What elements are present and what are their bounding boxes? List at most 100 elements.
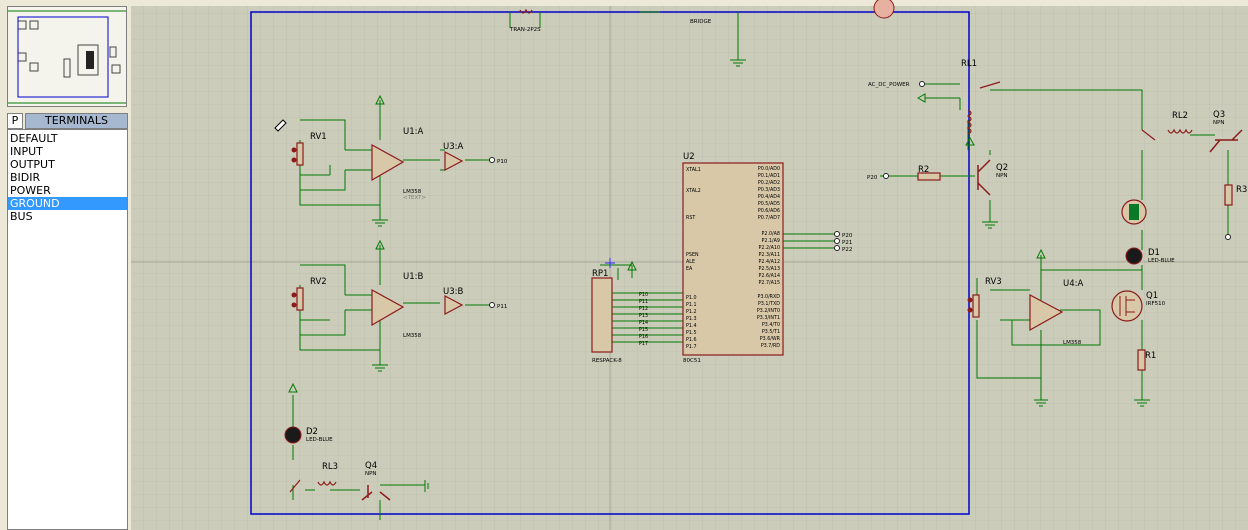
terminal-ends bbox=[489, 81, 1231, 308]
u2-pin-label: P2.6/A14 bbox=[758, 273, 780, 279]
rp1-net-label: P13 bbox=[639, 313, 648, 319]
label-rl3: RL3 bbox=[322, 462, 338, 472]
terminal-item[interactable]: BIDIR bbox=[10, 171, 41, 184]
value-u2: 80C51 bbox=[683, 358, 701, 364]
terminal-item[interactable]: POWER bbox=[10, 184, 51, 197]
sheet-border bbox=[250, 11, 970, 515]
u2-pin-label: PSEN bbox=[686, 252, 699, 258]
label-u1b: U1:B bbox=[403, 272, 423, 282]
label-rp1: RP1 bbox=[592, 269, 608, 279]
u2-pin-label: P0.3/AD3 bbox=[758, 187, 780, 193]
net-p21: P21 bbox=[842, 240, 852, 246]
cursor-crosshair bbox=[605, 258, 615, 268]
net-p22: P22 bbox=[842, 247, 852, 253]
u2-pin-label: P1.2 bbox=[686, 309, 697, 315]
u2-right-pins: P0.0/AD0P0.1/AD1P0.2/AD2P0.3/AD3P0.4/AD4… bbox=[757, 166, 781, 349]
transistors bbox=[361, 129, 1243, 501]
pencil-cursor-icon bbox=[274, 119, 287, 132]
terminal-item-selected[interactable]: GROUND bbox=[8, 197, 127, 210]
u2-pin-label: P3.4/T0 bbox=[762, 322, 780, 328]
terminal-item[interactable]: DEFAULT bbox=[10, 132, 58, 145]
u2-pin-label: RST bbox=[686, 215, 695, 221]
label-u3a: U3:A bbox=[443, 142, 463, 152]
u2-pin-label: P1.0 bbox=[686, 295, 697, 301]
rp1-net-label: P12 bbox=[639, 306, 648, 312]
label-u4a: U4:A bbox=[1063, 279, 1083, 289]
u2-pin-label: XTAL1 bbox=[686, 167, 701, 173]
rp1-net-label: P10 bbox=[639, 292, 648, 298]
u2-pin-label: P0.4/AD4 bbox=[758, 194, 780, 200]
bridge-meter bbox=[873, 0, 895, 19]
label-r1: R1 bbox=[1145, 351, 1156, 361]
label-u3b: U3:B bbox=[443, 287, 463, 297]
pick-devices-button[interactable]: P bbox=[7, 113, 23, 129]
value-q1: IRF510 bbox=[1146, 301, 1166, 307]
mosfet-q1 bbox=[1111, 290, 1143, 322]
u2-pin-label: P3.1/TXD bbox=[758, 301, 780, 307]
component-pins bbox=[291, 147, 973, 313]
left-panel: P TERMINALS DEFAULT INPUT OUTPUT BIDIR P… bbox=[0, 0, 132, 530]
label-r3: R3 bbox=[1236, 185, 1247, 195]
label-q4: Q4 bbox=[365, 461, 377, 471]
value-q2: NPN bbox=[996, 173, 1008, 179]
label-rv3: RV3 bbox=[985, 277, 1002, 287]
led-d2 bbox=[284, 426, 302, 444]
value-q3: NPN bbox=[1213, 120, 1225, 126]
label-r2: R2 bbox=[918, 165, 929, 175]
relay-coils bbox=[289, 8, 1193, 493]
u2-pin-label: P3.5/T1 bbox=[762, 329, 780, 335]
power-arrows bbox=[288, 93, 1046, 393]
u2-pin-label: P3.7/RD bbox=[761, 343, 780, 349]
u2-pin-label: P1.7 bbox=[686, 344, 697, 350]
value-u1b: LM358 bbox=[403, 333, 422, 339]
u2-pin-label: P2.1/A9 bbox=[762, 238, 780, 244]
u2-pin-label: P1.4 bbox=[686, 323, 697, 329]
label-rl2: RL2 bbox=[1172, 111, 1188, 121]
overview-window[interactable] bbox=[7, 6, 127, 107]
net-p20: P20 bbox=[842, 233, 853, 239]
rp1-net-label: P14 bbox=[639, 320, 648, 326]
value-rp1: RESPACK-8 bbox=[592, 358, 622, 364]
value-d1: LED-BLUE bbox=[1148, 258, 1175, 264]
label-d2: D2 bbox=[306, 427, 318, 437]
u2-pin-label: P0.6/AD6 bbox=[758, 208, 780, 214]
label-rv1: RV1 bbox=[310, 132, 327, 142]
label-rl1: RL1 bbox=[961, 59, 977, 69]
u2-pin-label: P1.3 bbox=[686, 316, 697, 322]
u2-pin-label: P0.7/AD7 bbox=[758, 215, 780, 221]
wires bbox=[292, 11, 1229, 520]
terminal-item[interactable]: OUTPUT bbox=[10, 158, 55, 171]
u2-pin-label: P2.3/A11 bbox=[758, 252, 780, 258]
u2-pin-label: P2.2/A10 bbox=[758, 245, 780, 251]
rp1-net-label: P16 bbox=[639, 334, 648, 340]
schematic-canvas[interactable]: RV1 RV2 RV3 U1:A U1:B U3:A U3:B U4:A U2 … bbox=[131, 0, 1248, 530]
rp1-net-label: P11 bbox=[639, 299, 648, 305]
u2-pin-label: P3.2/INT0 bbox=[757, 308, 780, 314]
components bbox=[296, 142, 1233, 371]
terminal-item[interactable]: BUS bbox=[10, 210, 33, 223]
text-tag: <TEXT> bbox=[403, 195, 426, 201]
terminal-mode-header: P TERMINALS bbox=[7, 113, 128, 129]
value-q4: NPN bbox=[365, 471, 377, 477]
terminal-item[interactable]: INPUT bbox=[10, 145, 43, 158]
value-u1a: LM358 bbox=[403, 189, 422, 195]
label-u1a: U1:A bbox=[403, 127, 423, 137]
terminal-list[interactable]: DEFAULT INPUT OUTPUT BIDIR POWER GROUND … bbox=[7, 129, 128, 530]
label-tran: TRAN-2P2S bbox=[509, 27, 541, 33]
label-q2: Q2 bbox=[996, 163, 1008, 173]
u2-pin-label: P1.1 bbox=[686, 302, 697, 308]
net-p10: P10 bbox=[497, 159, 508, 165]
u2-pin-label: XTAL2 bbox=[686, 188, 701, 194]
led-d1 bbox=[1125, 247, 1143, 265]
u2-pin-label: P2.5/A13 bbox=[758, 266, 780, 272]
u2-left-pins: XTAL1XTAL2RSTPSENALEEAP1.0P1.1P1.2P1.3P1… bbox=[686, 167, 701, 350]
u2-pin-label: P2.0/A8 bbox=[762, 231, 780, 237]
u2-pin-label: EA bbox=[686, 266, 693, 272]
net-p11: P11 bbox=[497, 304, 507, 310]
label-d1: D1 bbox=[1148, 248, 1160, 258]
label-bridge: BRIDGE bbox=[690, 19, 712, 25]
u2-pin-label: P0.5/AD5 bbox=[758, 201, 780, 207]
net-p20-input: P20 bbox=[867, 175, 878, 181]
u2-pin-label: P2.7/A15 bbox=[758, 280, 780, 286]
